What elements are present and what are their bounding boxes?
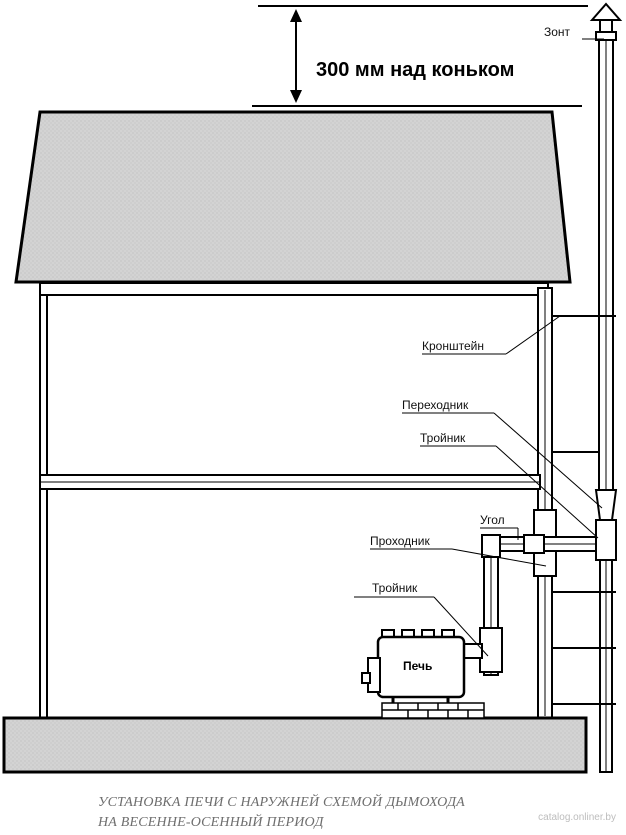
label-zont: Зонт [544, 25, 571, 39]
caption-line-2: НА ВЕСЕННЕ-ОСЕННЫЙ ПЕРИОД [98, 815, 324, 830]
outer-chimney [589, 2, 623, 773]
watermark: catalog.onliner.by [538, 812, 616, 823]
dimension-label: 300 мм над коньком [316, 59, 514, 81]
elbow [481, 534, 501, 558]
label-kronshtein: Кронштейн [422, 339, 484, 353]
eave-beam [39, 282, 549, 296]
foundation [2, 716, 588, 774]
wall-brackets [552, 315, 616, 705]
stove [361, 629, 466, 703]
brick-base [381, 702, 485, 719]
left-wall [39, 294, 48, 719]
label-troinik-top: Тройник [420, 431, 466, 445]
label-prohodnik: Проходник [370, 534, 430, 548]
label-perehodnik: Переходник [402, 398, 469, 412]
roof [14, 110, 572, 284]
stove-label: Печь [403, 659, 432, 673]
label-troinik-bottom: Тройник [372, 581, 418, 595]
label-ugol: Угол [480, 513, 505, 527]
caption-line-1: УСТАНОВКА ПЕЧИ С НАРУЖНЕЙ СХЕМОЙ ДЫМОХОД… [98, 795, 465, 810]
lower-tee [479, 627, 503, 673]
height-dimension [252, 5, 588, 107]
